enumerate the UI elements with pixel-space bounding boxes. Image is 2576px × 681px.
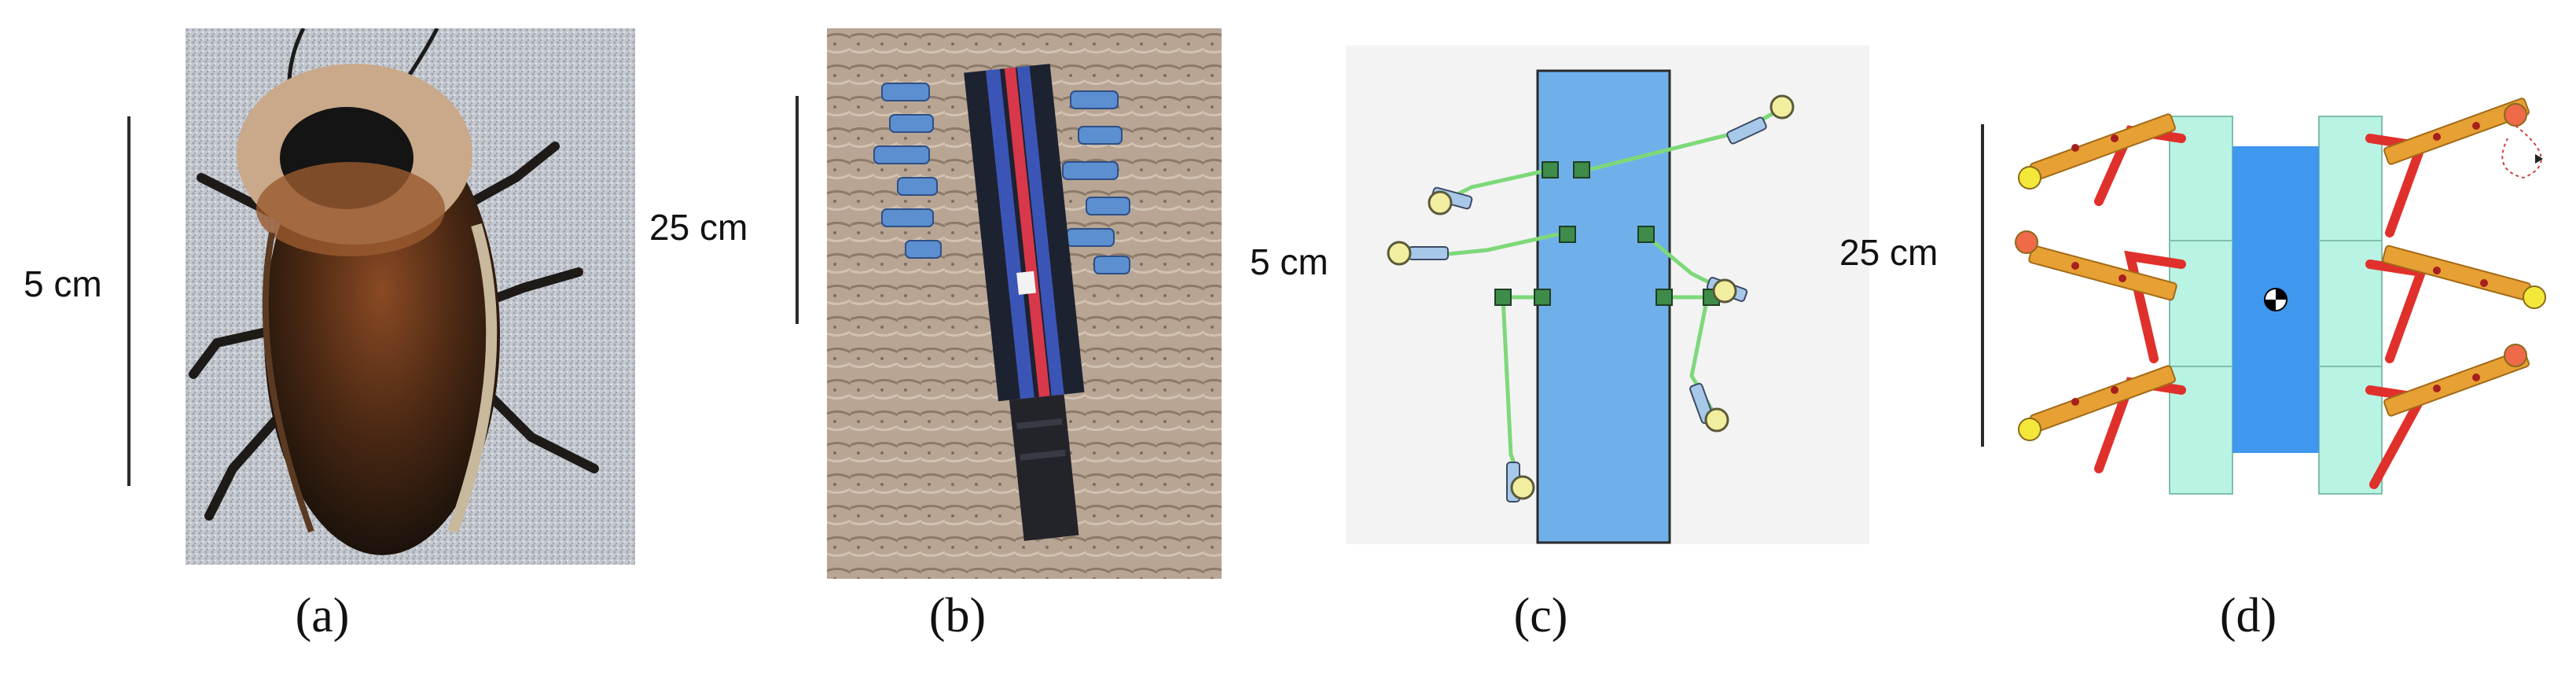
robot-on-bark-photo <box>827 28 1222 579</box>
scale-label-c: 5 cm <box>1250 241 1328 282</box>
caption-a: (a) <box>295 589 350 642</box>
cockroach-photo <box>186 28 635 565</box>
scale-bar-a <box>127 116 130 486</box>
kinematic-diagram <box>2012 91 2555 500</box>
caption-c: (c) <box>1513 589 1568 642</box>
scale-bar-b <box>796 96 799 324</box>
caption-b: (b) <box>928 589 987 642</box>
scale-label-b: 25 cm <box>649 207 748 248</box>
scale-label-d: 25 cm <box>1839 232 1938 273</box>
scale-label-a: 5 cm <box>24 263 102 304</box>
sim-body <box>1536 69 1671 544</box>
caption-d: (d) <box>2219 589 2277 642</box>
scale-bar-d <box>1981 124 1984 447</box>
simulation-diagram <box>1346 46 1869 544</box>
